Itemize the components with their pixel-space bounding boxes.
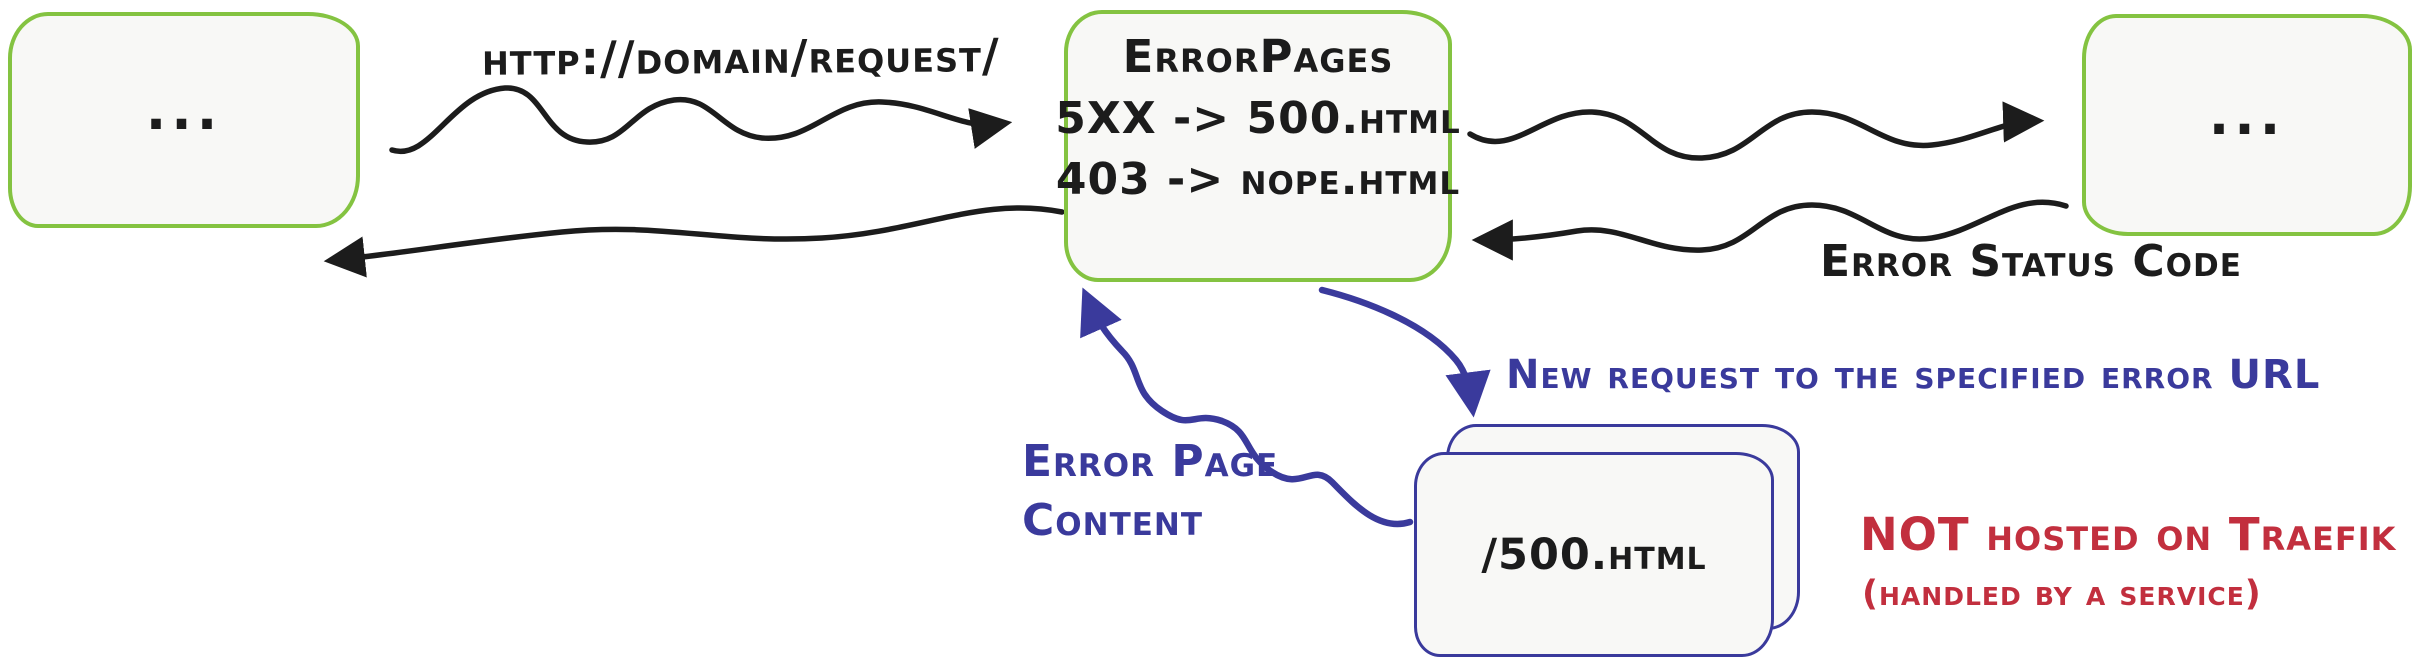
middleware-title: ErrorPages xyxy=(1122,30,1394,83)
error-page-card: /500.html xyxy=(1414,452,1774,657)
handled-by-service-label: (handled by a service) xyxy=(1862,574,2262,614)
service-box: ... xyxy=(2082,14,2412,236)
middleware-rule-403: 403 -> nope.html xyxy=(1055,154,1461,205)
client-box: ... xyxy=(8,12,360,228)
forward-arrow xyxy=(1467,101,2045,161)
service-box-label: ... xyxy=(2208,83,2286,147)
new-request-label: New request to the specified error URL xyxy=(1506,352,2321,398)
request-url-label: http://domain/request/ xyxy=(481,28,1000,86)
client-box-label: ... xyxy=(145,78,223,142)
error-page-filename: /500.html xyxy=(1481,529,1707,580)
new-request-arrow xyxy=(1318,286,1491,418)
errorpages-middleware-box: ErrorPages 5XX -> 500.html 403 -> nope.h… xyxy=(1055,10,1460,282)
error-page-content-label: Error Page Content xyxy=(1022,436,1279,547)
response-arrow xyxy=(323,205,1065,278)
not-hosted-label: NOT hosted on Traefik xyxy=(1860,508,2397,561)
middleware-rule-5xx: 5XX -> 500.html xyxy=(1055,93,1461,144)
request-arrow xyxy=(389,85,1013,155)
error-status-code-label: Error Status Code xyxy=(1820,236,2242,287)
